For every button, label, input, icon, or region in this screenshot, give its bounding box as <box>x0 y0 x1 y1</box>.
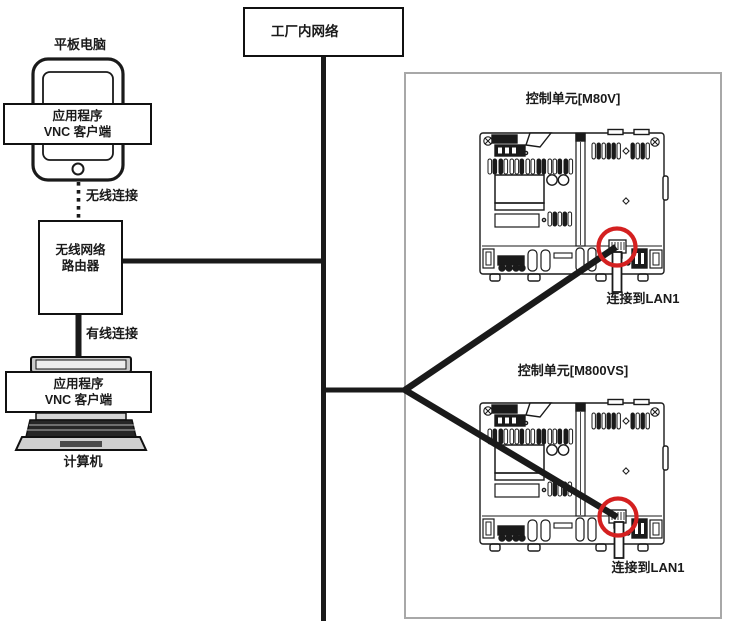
tablet-app-line1: 应用程序 <box>52 109 103 123</box>
lan1-label-m800vs: 连接到LAN1 <box>611 560 685 575</box>
computer-app-line2: VNC 客户端 <box>44 393 113 407</box>
lan1-cable-m80v <box>611 251 623 293</box>
unit-title-m800vs: 控制单元[M800VS] <box>517 363 629 378</box>
wireless-link-label: 无线连接 <box>86 188 139 203</box>
tablet-label: 平板电脑 <box>53 37 106 52</box>
tablet-app-line2: VNC 客户端 <box>43 125 112 139</box>
computer-icon <box>14 356 148 451</box>
control-board-m80v <box>479 128 669 282</box>
factory-network-box: 工厂内网络 <box>243 7 404 57</box>
diagonal-to-m800vs-lan1 <box>403 387 619 520</box>
router-line2: 路由器 <box>61 259 100 273</box>
lan1-highlight-circle-m800vs <box>597 496 639 538</box>
unit-title-m80v: 控制单元[M80V] <box>525 91 621 106</box>
tablet-app-box: 应用程序 VNC 客户端 <box>3 103 152 145</box>
factory-network-label: 工厂内网络 <box>271 24 339 39</box>
computer-app-box: 应用程序 VNC 客户端 <box>5 371 152 413</box>
lan1-label-m80v: 连接到LAN1 <box>606 291 680 306</box>
router-line1: 无线网络 <box>55 243 106 257</box>
lan1-cable-m800vs <box>613 521 625 559</box>
wireless-router-box: 无线网络 路由器 <box>38 220 123 315</box>
control-board-m800vs <box>479 398 669 552</box>
wired-link-label: 有线连接 <box>86 326 139 341</box>
lan1-highlight-circle-m80v <box>596 226 638 268</box>
computer-app-line1: 应用程序 <box>53 377 104 391</box>
computer-label: 计算机 <box>63 454 103 469</box>
diagonal-to-m80v-lan1 <box>403 244 618 393</box>
